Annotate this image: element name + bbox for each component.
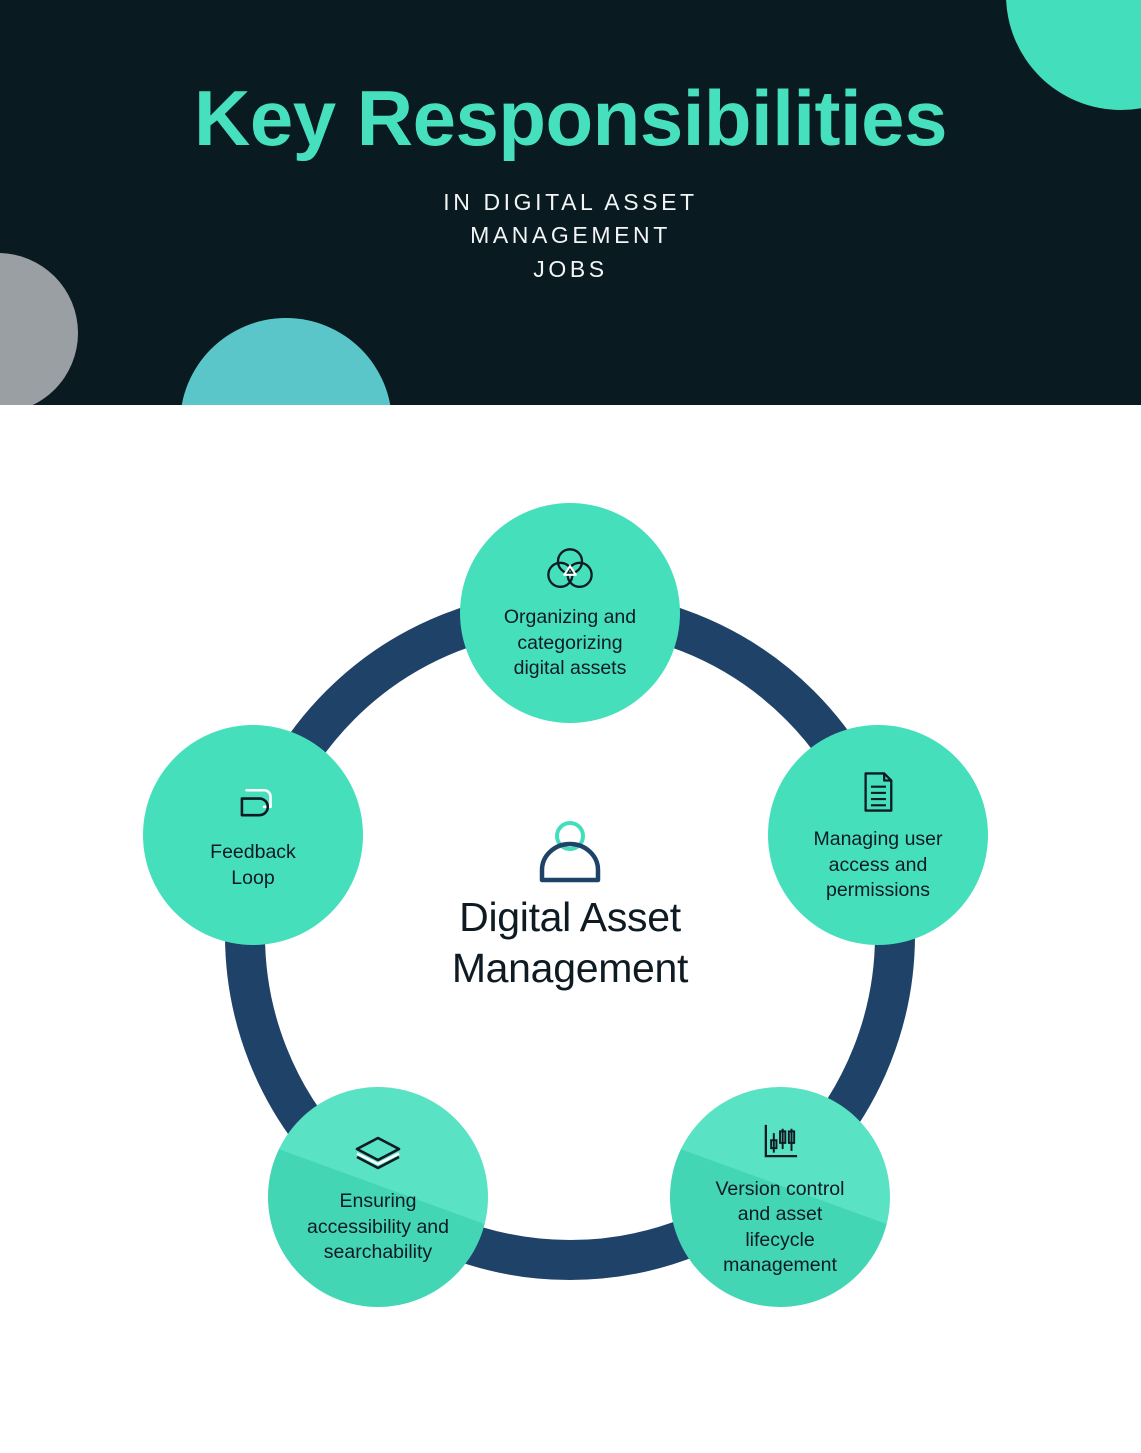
- venn-circles-icon: [544, 544, 596, 596]
- candlestick-chart-icon: [754, 1116, 806, 1168]
- node-label-line-1: Managing user: [813, 828, 943, 851]
- node-label-line-3: digital assets: [513, 657, 627, 680]
- person-icon: [534, 820, 606, 884]
- header-banner: Key Responsibilities IN DIGITAL ASSET MA…: [0, 0, 1141, 405]
- node-label: Feedback Loop: [210, 840, 296, 891]
- center-label-group: Digital Asset Management: [370, 820, 770, 995]
- center-title-line-2: Management: [451, 945, 689, 992]
- page-title: Key Responsibilities: [194, 74, 947, 162]
- page-subtitle: IN DIGITAL ASSET MANAGEMENT JOBS: [0, 186, 1141, 286]
- node-label: Version control and asset lifecycle mana…: [716, 1177, 845, 1278]
- page-subtitle-line-2: MANAGEMENT: [470, 222, 671, 249]
- node-label-line-3: lifecycle: [745, 1228, 815, 1251]
- center-title: Digital Asset Management: [370, 892, 770, 995]
- node-label-line-1: Feedback: [210, 841, 296, 864]
- node-label-line-2: Loop: [231, 866, 275, 889]
- node-label: Managing user access and permissions: [814, 827, 943, 903]
- node-label-line-2: access and: [828, 853, 928, 876]
- page-subtitle-line-1: IN DIGITAL ASSET: [443, 189, 698, 215]
- layers-icon: [352, 1128, 404, 1180]
- chat-bubbles-icon: [227, 779, 279, 831]
- node-label-line-2: and asset: [737, 1203, 823, 1226]
- node-label-line-2: accessibility and: [307, 1215, 449, 1238]
- document-icon: [852, 766, 904, 818]
- center-title-line-1: Digital Asset: [459, 894, 681, 940]
- node-label: Ensuring accessibility and searchability: [307, 1189, 449, 1265]
- node-managing-user-access[interactable]: Managing user access and permissions: [768, 725, 988, 945]
- node-label-line-3: searchability: [323, 1241, 433, 1264]
- cycle-diagram: Digital Asset Management Organizing and …: [0, 405, 1141, 1453]
- node-label-line-1: Ensuring: [339, 1190, 417, 1213]
- node-label-line-3: permissions: [825, 879, 931, 902]
- node-label: Organizing and categorizing digital asse…: [504, 605, 636, 681]
- node-label-line-2: categorizing: [517, 631, 623, 654]
- node-organizing-categorizing[interactable]: Organizing and categorizing digital asse…: [460, 503, 680, 723]
- node-version-control[interactable]: Version control and asset lifecycle mana…: [670, 1087, 890, 1307]
- node-ensuring-accessibility[interactable]: Ensuring accessibility and searchability: [268, 1087, 488, 1307]
- node-label-line-1: Organizing and: [503, 606, 637, 629]
- node-label-line-4: management: [723, 1253, 837, 1276]
- node-feedback-loop[interactable]: Feedback Loop: [143, 725, 363, 945]
- page-subtitle-line-3: JOBS: [533, 255, 608, 282]
- teal-circle-bottom-icon: [180, 318, 392, 405]
- node-label-line-1: Version control: [715, 1177, 845, 1200]
